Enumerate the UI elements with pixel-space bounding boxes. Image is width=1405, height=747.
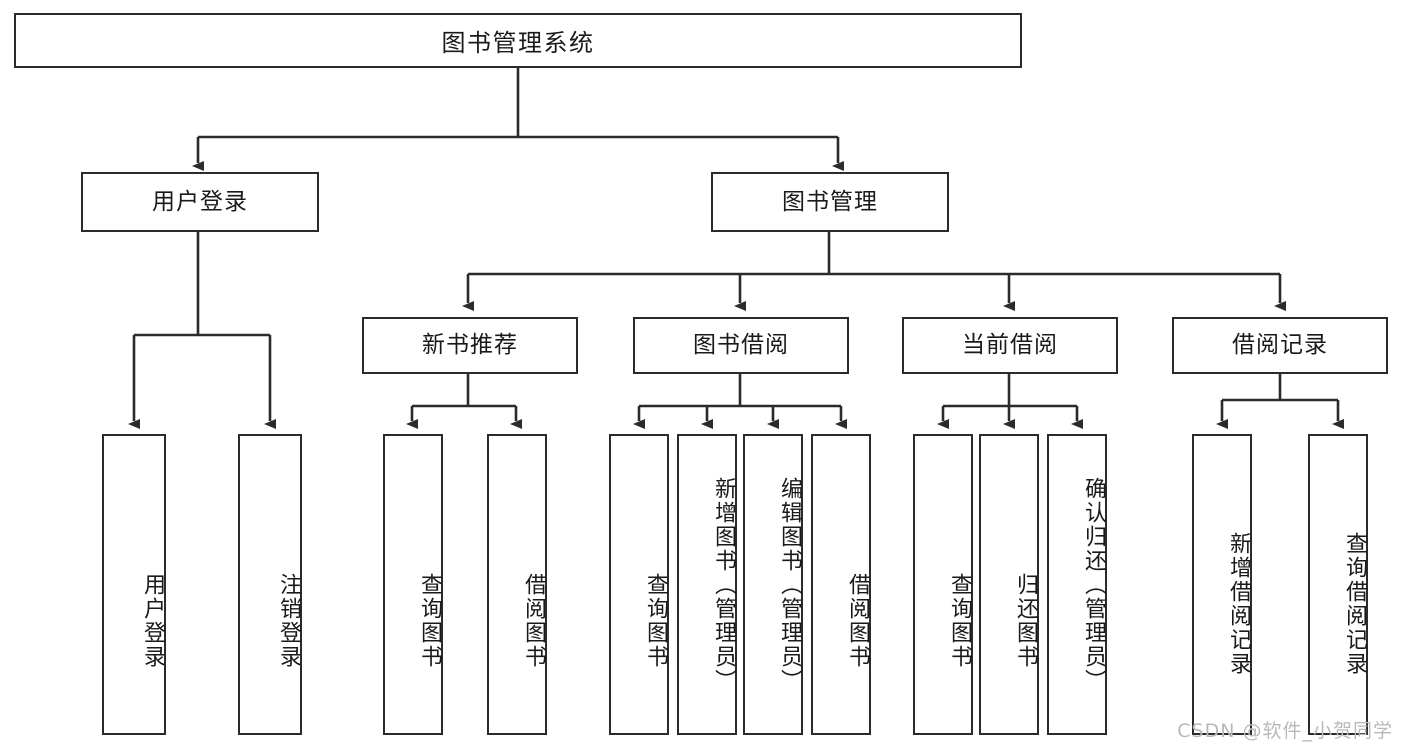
leaf-confirm-return[interactable]: 确认归还（管理员） <box>1047 434 1107 735</box>
node-label: 用户登录 <box>140 572 165 669</box>
node-label: 当前借阅 <box>962 332 1058 358</box>
leaf-borrow-book-2[interactable]: 借阅图书 <box>811 434 871 735</box>
leaf-add-record[interactable]: 新增借阅记录 <box>1192 434 1252 735</box>
watermark-text: CSDN @软件_小贺同学 <box>1177 720 1393 742</box>
node-label: 新增图书（管理员） <box>711 476 736 693</box>
leaf-add-book[interactable]: 新增图书（管理员） <box>677 434 737 735</box>
node-current-borrow[interactable]: 当前借阅 <box>902 317 1118 374</box>
node-new-book-recommend[interactable]: 新书推荐 <box>362 317 578 374</box>
leaf-query-book-2[interactable]: 查询图书 <box>609 434 669 735</box>
node-label: 注销登录 <box>276 572 301 669</box>
leaf-query-book-1[interactable]: 查询图书 <box>383 434 443 735</box>
node-book-borrow[interactable]: 图书借阅 <box>633 317 849 374</box>
node-label: 确认归还（管理员） <box>1081 476 1106 693</box>
node-label: 借阅记录 <box>1232 332 1328 358</box>
node-label: 查询图书 <box>417 572 442 669</box>
leaf-logout-login[interactable]: 注销登录 <box>238 434 302 735</box>
node-book-management[interactable]: 图书管理 <box>711 172 949 232</box>
leaf-borrow-book-1[interactable]: 借阅图书 <box>487 434 547 735</box>
node-label: 归还图书 <box>1013 572 1038 669</box>
node-label: 新书推荐 <box>422 332 518 358</box>
leaf-return-book[interactable]: 归还图书 <box>979 434 1039 735</box>
node-label: 借阅图书 <box>521 572 546 669</box>
node-label: 图书管理 <box>782 188 878 215</box>
node-label: 查询图书 <box>947 572 972 669</box>
node-label: 编辑图书（管理员） <box>777 476 802 693</box>
leaf-edit-book[interactable]: 编辑图书（管理员） <box>743 434 803 735</box>
node-label: 查询借阅记录 <box>1342 531 1367 676</box>
node-label: 图书管理系统 <box>441 29 595 57</box>
node-user-login[interactable]: 用户登录 <box>81 172 319 232</box>
leaf-user-login[interactable]: 用户登录 <box>102 434 166 735</box>
node-label: 新增借阅记录 <box>1226 531 1251 676</box>
leaf-query-book-3[interactable]: 查询图书 <box>913 434 973 735</box>
node-label: 图书借阅 <box>693 332 789 358</box>
node-label: 用户登录 <box>152 188 248 215</box>
node-root-system[interactable]: 图书管理系统 <box>14 13 1022 68</box>
node-borrow-record[interactable]: 借阅记录 <box>1172 317 1388 374</box>
node-label: 借阅图书 <box>845 572 870 669</box>
leaf-query-record[interactable]: 查询借阅记录 <box>1308 434 1368 735</box>
node-label: 查询图书 <box>643 572 668 669</box>
